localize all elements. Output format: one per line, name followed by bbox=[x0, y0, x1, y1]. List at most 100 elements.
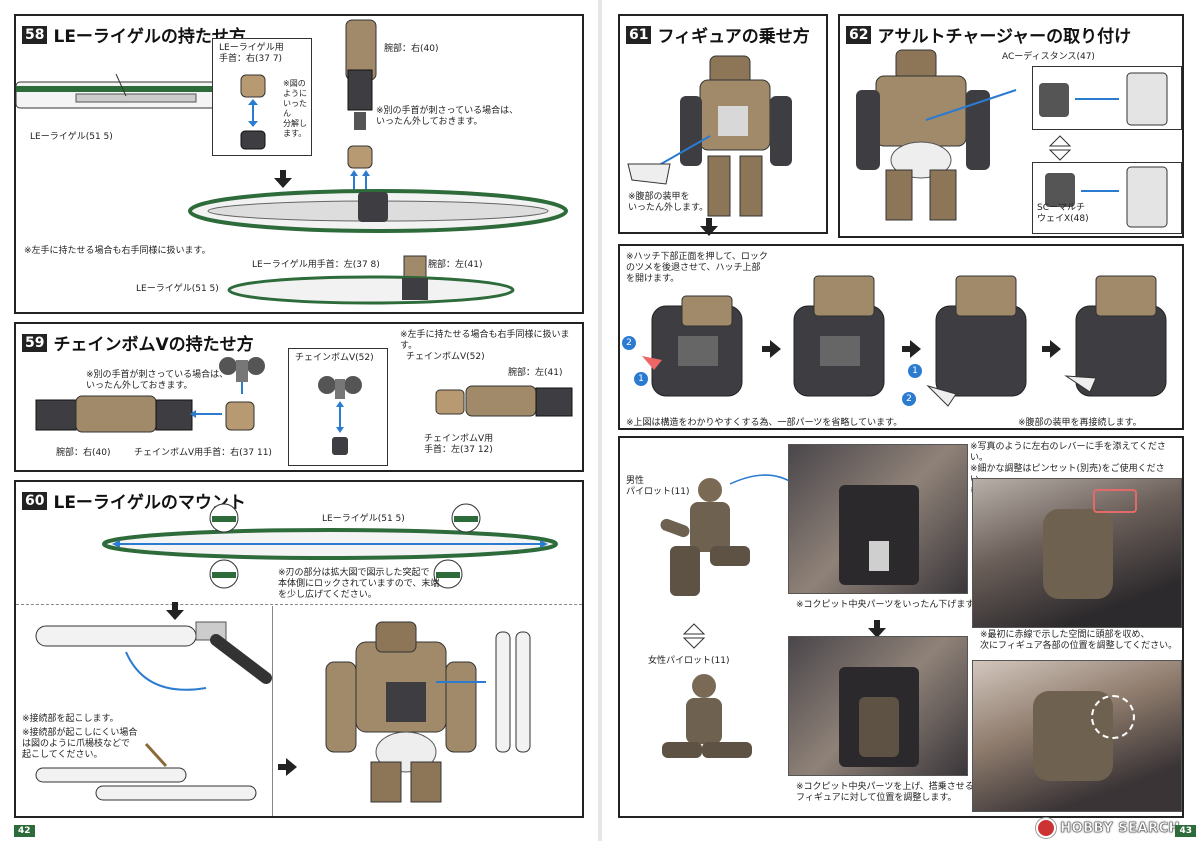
left-hand-label: LEーライゲル用手首：左(37 8) bbox=[252, 260, 380, 270]
hand-label: LEーライゲル用 手首：右(37 7) bbox=[219, 43, 284, 64]
bomb-label: チェインボムV(52) bbox=[295, 353, 374, 363]
hand-parts-illustration bbox=[240, 74, 266, 150]
raigel-extended-illustration bbox=[102, 528, 558, 560]
zoom-details bbox=[209, 503, 481, 589]
section-61-title: 61 フィギュアの乗せ方 bbox=[626, 22, 810, 47]
section-62-title: 62 アサルトチャージャーの取り付け bbox=[846, 22, 1131, 47]
right-arrow bbox=[278, 758, 297, 776]
section-61-pilots: 男性 パイロット(11) 女性パイロット(11) ※コクピット中央パーツをいった… bbox=[618, 436, 1184, 818]
swap-arrow-icon bbox=[1048, 135, 1072, 161]
arm-left-label: 腕部：左(41) bbox=[428, 260, 483, 270]
swap-arrow-icon bbox=[682, 623, 706, 649]
step-title: チェインボムVの持たせ方 bbox=[53, 335, 254, 355]
pilot-seated-photo-1 bbox=[972, 478, 1182, 628]
bomb-parts-illustration bbox=[318, 376, 362, 455]
raigel-left-illustration bbox=[227, 255, 515, 305]
hatch-note: ※ハッチ下部正面を押して、ロック のツメを後退させて、ハッチ上部 を開けます。 bbox=[626, 252, 768, 284]
female-pilot-figure bbox=[662, 674, 752, 758]
hatch-step-3 bbox=[926, 275, 1027, 407]
section-60-title: 60 LEーライゲルのマウント bbox=[22, 488, 246, 513]
blade-rotation-illustration bbox=[35, 621, 272, 691]
armor-remove-note: ※腹部の装甲を いったん外します。 bbox=[628, 192, 709, 213]
hatch-step-4 bbox=[1064, 275, 1167, 397]
cockpit-photo-raised bbox=[788, 636, 968, 776]
lower-center-note: ※コクピット中央パーツをいったん下げます。 bbox=[796, 600, 983, 610]
step-title: LEーライゲルの持たせ方 bbox=[53, 27, 246, 47]
down-arrow bbox=[868, 620, 886, 638]
raigel-in-hand-illustration bbox=[188, 189, 568, 233]
raigel-label: LEーライゲル(51 5) bbox=[30, 132, 113, 142]
pilot-seated-photo-2 bbox=[972, 660, 1182, 812]
page-number-left: 42 bbox=[14, 825, 35, 837]
hand-detail-box: LEーライゲル用 手首：右(37 7) ※図のようにいったん 分解します。 bbox=[212, 38, 312, 156]
section-61-hatch: ※ハッチ下部正面を押して、ロック のツメを後退させて、ハッチ上部 を開けます。 … bbox=[618, 244, 1184, 430]
reattach-note: ※腹部の装甲を再接続します。 bbox=[1018, 418, 1142, 428]
step-marker-2b: 2 bbox=[902, 392, 916, 406]
arm-with-bomb-illustration bbox=[35, 395, 255, 433]
section-58-title: 58 LEーライゲルの持たせ方 bbox=[22, 22, 246, 47]
ac-distance-label: ACーディスタンス(47) bbox=[1002, 52, 1095, 62]
step-number: 61 bbox=[626, 25, 652, 44]
hatch-step-2 bbox=[793, 275, 885, 397]
left-hand-note: ※左手に持たせる場合も右手同様に扱います。 bbox=[400, 330, 570, 351]
arm-illustration bbox=[345, 19, 377, 130]
stiff-connector-note: ※接続部が起こしにくい場合 は図のように爪楊枝などで 起こしてください。 bbox=[22, 728, 138, 760]
sc-detail-box: SCーマルチ ウェイX(48) bbox=[1032, 162, 1182, 234]
sc-parts-illustration bbox=[1045, 166, 1168, 228]
male-pilot-label: 男性 パイロット(11) bbox=[626, 476, 690, 497]
step-title: LEーライゲルのマウント bbox=[53, 493, 246, 513]
hand-left-label: チェインボムV用 手首：左(37 12) bbox=[424, 434, 494, 455]
right-page: 61 フィギュアの乗せ方 ※腹部の装甲を いったん外します。 62 アサルトチャ… bbox=[602, 0, 1200, 841]
sc-multi-label: SCーマルチ ウェイX(48) bbox=[1037, 203, 1089, 224]
section-58: 58 LEーライゲルの持たせ方 LEーライゲル(51 5) LEーライゲル用 手… bbox=[14, 14, 584, 314]
page-number-right: 43 bbox=[1175, 825, 1196, 837]
step-marker-1b: 1 bbox=[908, 364, 922, 378]
step-marker-1: 1 bbox=[634, 372, 648, 386]
left-arm-bomb-illustration bbox=[435, 385, 573, 417]
down-arrow bbox=[274, 170, 292, 188]
female-pilot-label: 女性パイロット(11) bbox=[648, 656, 730, 666]
mech-front-illustration bbox=[639, 55, 792, 217]
bomb-detail-box: チェインボムV(52) bbox=[288, 348, 388, 466]
mech-side-illustration bbox=[856, 49, 1017, 221]
section-61-top: 61 フィギュアの乗せ方 ※腹部の装甲を いったん外します。 bbox=[618, 14, 828, 234]
male-pilot-figure bbox=[660, 474, 821, 596]
mech-with-mount-illustration bbox=[325, 621, 531, 803]
armor-piece-illustration bbox=[627, 163, 671, 185]
step-number: 60 bbox=[22, 491, 48, 510]
divider bbox=[16, 604, 582, 605]
remove-hand-note: ※別の手首が刺さっている場合は、 いったん外しておきます。 bbox=[376, 106, 519, 127]
step-title: フィギュアの乗せ方 bbox=[657, 27, 810, 47]
right-arrow bbox=[902, 340, 921, 358]
arm-left-label: 腕部：左(41) bbox=[508, 368, 563, 378]
structure-note: ※上図は構造をわかりやすくする為、一部パーツを省略しています。 bbox=[626, 418, 903, 428]
section-59: 59 チェインボムVの持たせ方 ※別の手首が刺さっている場合は、 いったん外して… bbox=[14, 322, 584, 472]
raise-center-note: ※コクピット中央パーツを上げ、搭乗させる フィギュアに対して位置を調整します。 bbox=[796, 782, 974, 803]
page-gutter bbox=[598, 0, 602, 841]
remove-hand-note: ※別の手首が刺さっている場合は、 いったん外しておきます。 bbox=[86, 370, 229, 391]
disassemble-note: ※図のようにいったん 分解します。 bbox=[283, 79, 307, 138]
step-number: 58 bbox=[22, 25, 48, 44]
raigel-label: LEーライゲル(51 5) bbox=[322, 514, 405, 524]
hobby-search-logo-icon bbox=[1036, 818, 1057, 838]
step-marker-2: 2 bbox=[622, 336, 636, 350]
down-arrow bbox=[166, 602, 184, 620]
left-page: 58 LEーライゲルの持たせ方 LEーライゲル(51 5) LEーライゲル用 手… bbox=[0, 0, 598, 841]
step-number: 59 bbox=[22, 333, 48, 352]
bomb-top-illustration bbox=[219, 357, 265, 394]
vertical-divider bbox=[272, 606, 273, 816]
head-position-note: ※最初に赤線で示した空間に頭部を収め、 次にフィギュア各部の位置を調整してくださ… bbox=[980, 630, 1178, 651]
left-hand-note: ※左手に持たせる場合も右手同様に扱います。 bbox=[24, 246, 211, 256]
connect-note: ※接続部を起こします。 bbox=[22, 714, 119, 724]
cockpit-photo-lowered bbox=[788, 444, 968, 594]
raigel-blade-illustration bbox=[15, 73, 227, 109]
arm-right-label: 腕部：右(40) bbox=[384, 44, 439, 54]
step-title: アサルトチャージャーの取り付け bbox=[877, 27, 1132, 47]
ac-detail-box bbox=[1032, 66, 1182, 130]
section-59-title: 59 チェインボムVの持たせ方 bbox=[22, 330, 254, 355]
right-arrow bbox=[1042, 340, 1061, 358]
hand-right-label: チェインボムV用手首：右(37 11) bbox=[134, 448, 272, 458]
toothpick-illustration bbox=[35, 742, 257, 801]
watermark-text: HOBBY SEARCH bbox=[1060, 820, 1180, 836]
step-number: 62 bbox=[846, 25, 872, 44]
